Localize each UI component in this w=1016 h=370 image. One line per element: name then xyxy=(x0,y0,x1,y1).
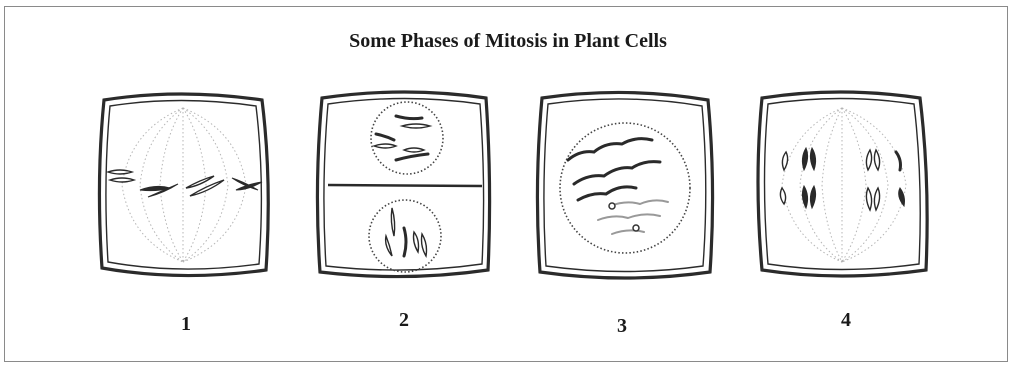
cell-2-upper-nucleus xyxy=(371,102,443,174)
cell-3-nucleolus-2 xyxy=(633,225,639,231)
cell-1-label: 1 xyxy=(166,313,206,336)
cell-4-outer-wall xyxy=(758,92,927,276)
cell-1-chromosomes xyxy=(108,170,262,197)
cell-4-anaphase xyxy=(758,92,927,276)
cell-4-chromosomes-upper xyxy=(782,148,900,170)
cell-1-inner-wall xyxy=(106,101,261,270)
cell-1-spindle-fibers xyxy=(122,108,246,262)
cell-3-prophase xyxy=(537,92,712,278)
cell-4-chromosomes-lower xyxy=(780,186,904,210)
cell-3-nucleolus xyxy=(609,203,615,209)
cell-4-spindle-fibers xyxy=(782,108,906,262)
cell-2-lower-chromosomes xyxy=(386,208,427,256)
cell-3-chromosomes xyxy=(568,139,668,234)
cell-2-upper-chromosomes xyxy=(374,116,430,160)
cell-2-telophase xyxy=(317,92,489,277)
cell-3-outer-wall xyxy=(537,92,712,278)
cell-2-cell-plate xyxy=(328,185,482,186)
cell-1-metaphase xyxy=(99,94,268,276)
cell-3-label: 3 xyxy=(602,315,642,338)
cell-2-label: 2 xyxy=(384,309,424,332)
cell-3-inner-wall xyxy=(544,99,706,272)
cell-4-label: 4 xyxy=(826,309,866,332)
